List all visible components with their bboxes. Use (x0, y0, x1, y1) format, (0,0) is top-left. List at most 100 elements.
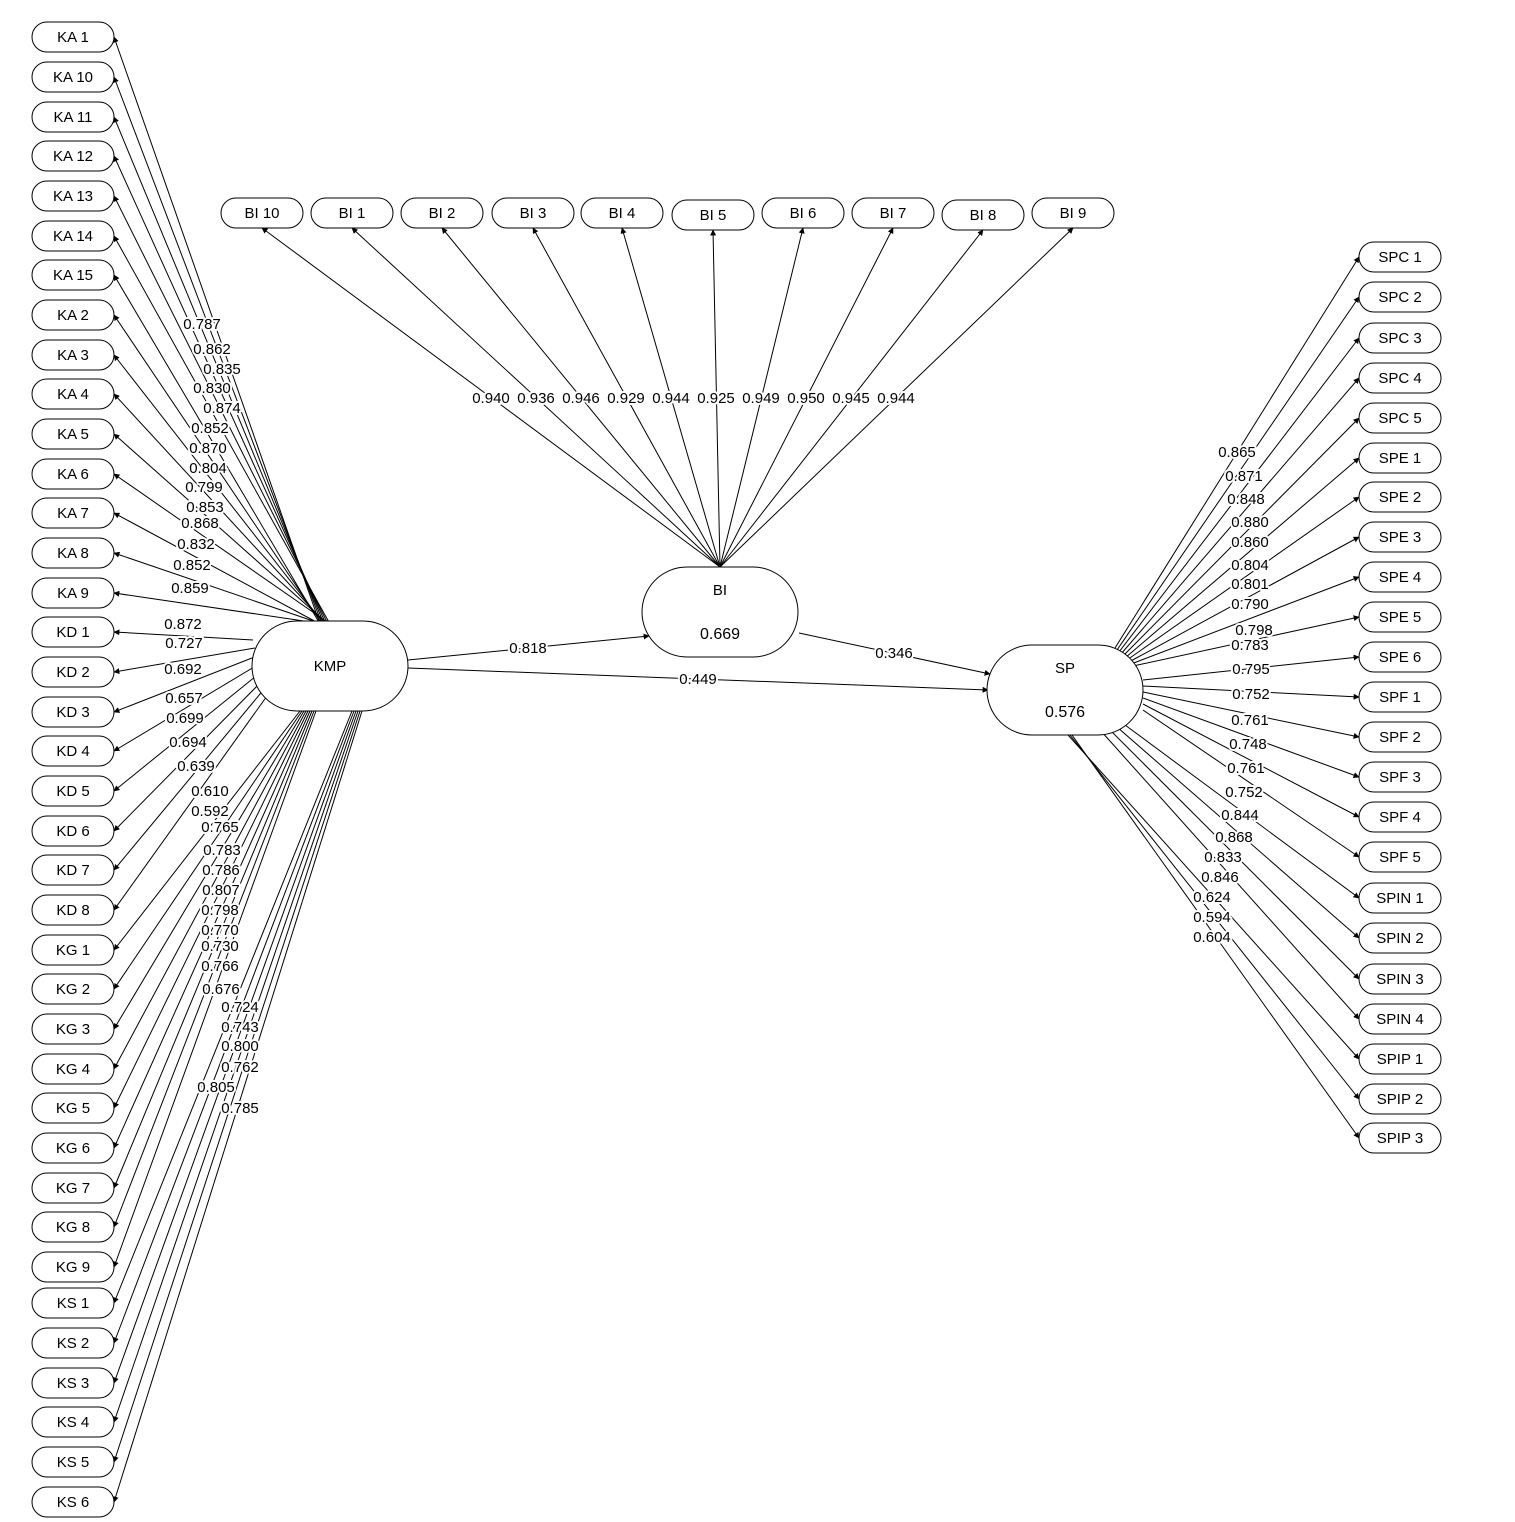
indicator-ks-6[interactable]: KS 6 (31, 1486, 115, 1518)
loading-label-bi-7: 0.950 (787, 390, 825, 407)
latent-sp[interactable]: SP0.576 (986, 644, 1144, 736)
indicator-spf-4[interactable]: SPF 4 (1358, 801, 1442, 833)
indicator-kg-2[interactable]: KG 2 (31, 973, 115, 1005)
indicator-bi-7[interactable]: BI 7 (851, 197, 935, 229)
indicator-box (1358, 761, 1442, 793)
indicator-ks-2[interactable]: KS 2 (31, 1327, 115, 1359)
indicator-kg-9[interactable]: KG 9 (31, 1251, 115, 1283)
indicator-bi-6[interactable]: BI 6 (761, 197, 845, 229)
indicator-bi-5[interactable]: BI 5 (671, 199, 755, 231)
indicator-ka-2[interactable]: KA 2 (31, 299, 115, 331)
indicator-spf-2[interactable]: SPF 2 (1358, 721, 1442, 753)
indicator-spe-4[interactable]: SPE 4 (1358, 561, 1442, 593)
indicator-label: SPF 4 (1379, 809, 1421, 826)
indicator-spc-1[interactable]: SPC 1 (1358, 241, 1442, 273)
indicator-ka-11[interactable]: KA 11 (31, 101, 115, 133)
indicator-ka-6[interactable]: KA 6 (31, 458, 115, 490)
indicator-kd-4[interactable]: KD 4 (31, 735, 115, 767)
loading-label-kd-3: 0.657 (165, 690, 203, 707)
indicator-label: KA 7 (57, 505, 89, 522)
indicator-kg-1[interactable]: KG 1 (31, 934, 115, 966)
indicator-spf-1[interactable]: SPF 1 (1358, 681, 1442, 713)
path-line-kmp-sp (407, 667, 989, 693)
indicator-box (491, 197, 575, 229)
indicator-kg-3[interactable]: KG 3 (31, 1013, 115, 1045)
indicator-box (31, 180, 115, 212)
indicator-bi-3[interactable]: BI 3 (491, 197, 575, 229)
indicator-spin-2[interactable]: SPIN 2 (1358, 922, 1442, 954)
indicator-box (1358, 882, 1442, 914)
indicator-spc-4[interactable]: SPC 4 (1358, 362, 1442, 394)
indicator-ka-4[interactable]: KA 4 (31, 378, 115, 410)
indicator-bi-9[interactable]: BI 9 (1031, 197, 1115, 229)
indicator-ka-7[interactable]: KA 7 (31, 497, 115, 529)
indicator-bi-4[interactable]: BI 4 (580, 197, 664, 229)
indicator-kd-7[interactable]: KD 7 (31, 854, 115, 886)
indicator-spe-3[interactable]: SPE 3 (1358, 521, 1442, 553)
indicator-ka-1[interactable]: KA 1 (31, 21, 115, 53)
indicator-box (31, 616, 115, 648)
indicator-spin-1[interactable]: SPIN 1 (1358, 882, 1442, 914)
indicator-label: KA 8 (57, 545, 89, 562)
indicator-spe-6[interactable]: SPE 6 (1358, 641, 1442, 673)
indicator-spc-5[interactable]: SPC 5 (1358, 402, 1442, 434)
indicator-spf-5[interactable]: SPF 5 (1358, 841, 1442, 873)
indicator-spin-3[interactable]: SPIN 3 (1358, 963, 1442, 995)
indicator-ks-5[interactable]: KS 5 (31, 1446, 115, 1478)
indicator-ka-3[interactable]: KA 3 (31, 339, 115, 371)
indicator-bi-2[interactable]: BI 2 (400, 197, 484, 229)
indicator-spe-5[interactable]: SPE 5 (1358, 601, 1442, 633)
indicator-kd-8[interactable]: KD 8 (31, 894, 115, 926)
indicator-kd-3[interactable]: KD 3 (31, 696, 115, 728)
indicator-label: SPE 3 (1379, 529, 1422, 546)
indicator-ka-13[interactable]: KA 13 (31, 180, 115, 212)
latent-name: BI (713, 582, 727, 599)
loading-line-spc-2 (1116, 296, 1360, 651)
loading-label-bi-10: 0.940 (472, 390, 510, 407)
latent-kmp[interactable]: KMP (251, 620, 409, 712)
path-coefficient-kmp-sp: 0.449 (679, 671, 717, 688)
indicator-bi-10[interactable]: BI 10 (220, 197, 304, 229)
indicator-spin-4[interactable]: SPIN 4 (1358, 1003, 1442, 1035)
indicator-box (31, 934, 115, 966)
indicator-spc-2[interactable]: SPC 2 (1358, 281, 1442, 313)
indicator-spe-2[interactable]: SPE 2 (1358, 481, 1442, 513)
indicator-ka-10[interactable]: KA 10 (31, 61, 115, 93)
indicator-spip-3[interactable]: SPIP 3 (1358, 1122, 1442, 1154)
loading-label-ka-3: 0.799 (185, 479, 223, 496)
latent-bi[interactable]: BI0.669 (641, 566, 799, 658)
indicator-ka-5[interactable]: KA 5 (31, 418, 115, 450)
indicator-kd-1[interactable]: KD 1 (31, 616, 115, 648)
indicator-ka-15[interactable]: KA 15 (31, 259, 115, 291)
indicator-ks-3[interactable]: KS 3 (31, 1367, 115, 1399)
indicator-spip-2[interactable]: SPIP 2 (1358, 1083, 1442, 1115)
indicator-spc-3[interactable]: SPC 3 (1358, 322, 1442, 354)
indicator-kg-4[interactable]: KG 4 (31, 1053, 115, 1085)
indicator-box (1358, 1043, 1442, 1075)
indicator-ka-8[interactable]: KA 8 (31, 537, 115, 569)
indicator-spf-3[interactable]: SPF 3 (1358, 761, 1442, 793)
indicator-box (310, 197, 394, 229)
indicator-ks-1[interactable]: KS 1 (31, 1287, 115, 1319)
indicator-kg-5[interactable]: KG 5 (31, 1092, 115, 1124)
indicator-ks-4[interactable]: KS 4 (31, 1406, 115, 1438)
indicator-kd-6[interactable]: KD 6 (31, 815, 115, 847)
indicator-label: BI 6 (790, 205, 817, 222)
indicator-box (851, 197, 935, 229)
indicator-kd-2[interactable]: KD 2 (31, 656, 115, 688)
indicator-ka-12[interactable]: KA 12 (31, 140, 115, 172)
indicator-label: KG 3 (56, 1021, 90, 1038)
indicator-box (1358, 601, 1442, 633)
indicator-spe-1[interactable]: SPE 1 (1358, 442, 1442, 474)
indicator-ka-9[interactable]: KA 9 (31, 577, 115, 609)
loading-label-kd-1: 0.727 (165, 635, 203, 652)
indicator-bi-1[interactable]: BI 1 (310, 197, 394, 229)
indicator-kd-5[interactable]: KD 5 (31, 775, 115, 807)
indicator-kg-7[interactable]: KG 7 (31, 1172, 115, 1204)
indicator-ka-14[interactable]: KA 14 (31, 220, 115, 252)
indicator-bi-8[interactable]: BI 8 (941, 199, 1025, 231)
indicator-label: SPIN 2 (1376, 930, 1424, 947)
indicator-kg-8[interactable]: KG 8 (31, 1211, 115, 1243)
indicator-kg-6[interactable]: KG 6 (31, 1132, 115, 1164)
indicator-spip-1[interactable]: SPIP 1 (1358, 1043, 1442, 1075)
